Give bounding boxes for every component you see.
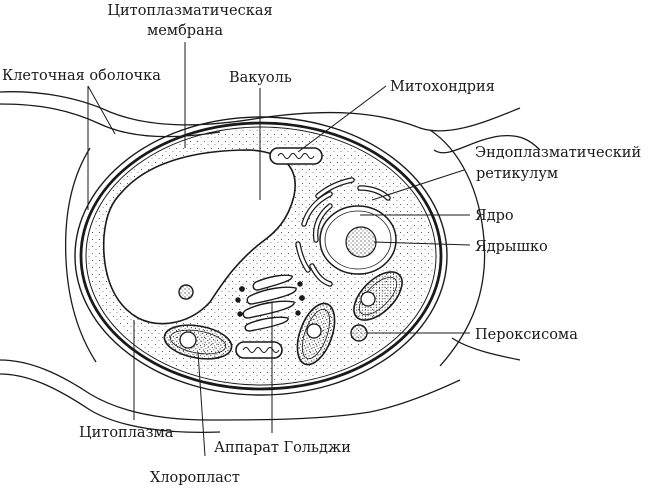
label-nucleus: Ядро	[475, 208, 514, 224]
label-er-2: ретикулум	[476, 166, 558, 182]
label-er-1: Эндоплазматический	[475, 145, 641, 161]
mitochondrion	[269, 147, 323, 165]
labels: Цитоплазматическая мембрана Клеточная об…	[2, 3, 641, 486]
chloroplast-middle	[296, 302, 336, 366]
cell-wall	[74, 116, 448, 396]
label-mitochondrion: Митохондрия	[390, 79, 495, 95]
mitochondrion-2	[235, 341, 283, 359]
peroxisome-2	[178, 284, 194, 300]
leader-lines	[87, 42, 471, 457]
label-nucleolus: Ядрышко	[475, 239, 548, 255]
golgi-apparatus	[235, 274, 305, 332]
nucleolus	[345, 226, 377, 258]
label-cytoplasmic-membrane-2: мембрана	[147, 23, 223, 39]
label-peroxisome: Пероксисома	[475, 327, 578, 343]
vacuole	[102, 149, 296, 325]
label-cytoplasm: Цитоплазма	[79, 425, 174, 441]
label-chloroplast: Хлоропласт	[150, 470, 240, 486]
chloroplast-right	[353, 271, 403, 321]
label-cytoplasmic-membrane-1: Цитоплазматическая	[107, 3, 272, 19]
label-vacuole: Вакуоль	[229, 70, 292, 86]
chloroplast-left	[163, 324, 233, 360]
peroxisome	[350, 324, 368, 342]
label-cell-wall: Клеточная оболочка	[2, 68, 161, 84]
label-golgi: Аппарат Гольджи	[214, 440, 351, 456]
